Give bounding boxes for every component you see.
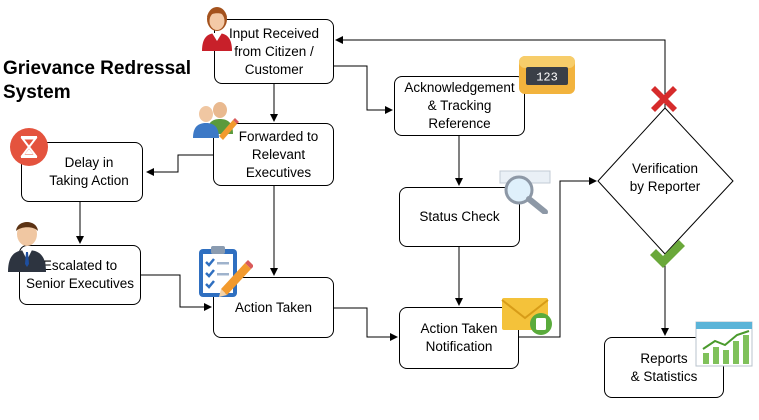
connectors [76, 36, 669, 341]
edge-input-ack [334, 65, 393, 114]
hourglass-icon [10, 128, 48, 166]
people-group-icon [193, 102, 239, 140]
magnifier-icon [499, 170, 551, 214]
number-counter-icon: 123 [519, 56, 575, 94]
businessman-avatar-icon [8, 222, 46, 272]
green-check-icon [650, 240, 685, 268]
node-verification-label: Verification by Reporter [629, 161, 701, 194]
clipboard-checklist-icon [199, 246, 253, 297]
envelope-icon [501, 298, 552, 335]
node-forwarded: Forwarded to Relevant Executives [213, 123, 334, 186]
edge-notification-verification [519, 177, 597, 338]
bar-chart-icon [695, 321, 753, 367]
node-acknowledgement: Acknowledgement & Tracking Reference [394, 76, 525, 136]
counter-digits: 123 [536, 71, 558, 85]
page-title: Grievance Redressal System [3, 58, 192, 103]
red-x-icon [651, 86, 677, 112]
edge-verification-input [335, 36, 666, 108]
edge-escalated-action [141, 274, 212, 311]
node-notification: Action Taken Notification [399, 307, 519, 369]
edge-action-notification [334, 307, 398, 341]
edge-forwarded-delay [146, 154, 213, 176]
woman-avatar-icon [202, 7, 232, 51]
node-status-check: Status Check [399, 187, 520, 247]
node-input-received: Input Received from Citizen / Customer [214, 19, 334, 84]
